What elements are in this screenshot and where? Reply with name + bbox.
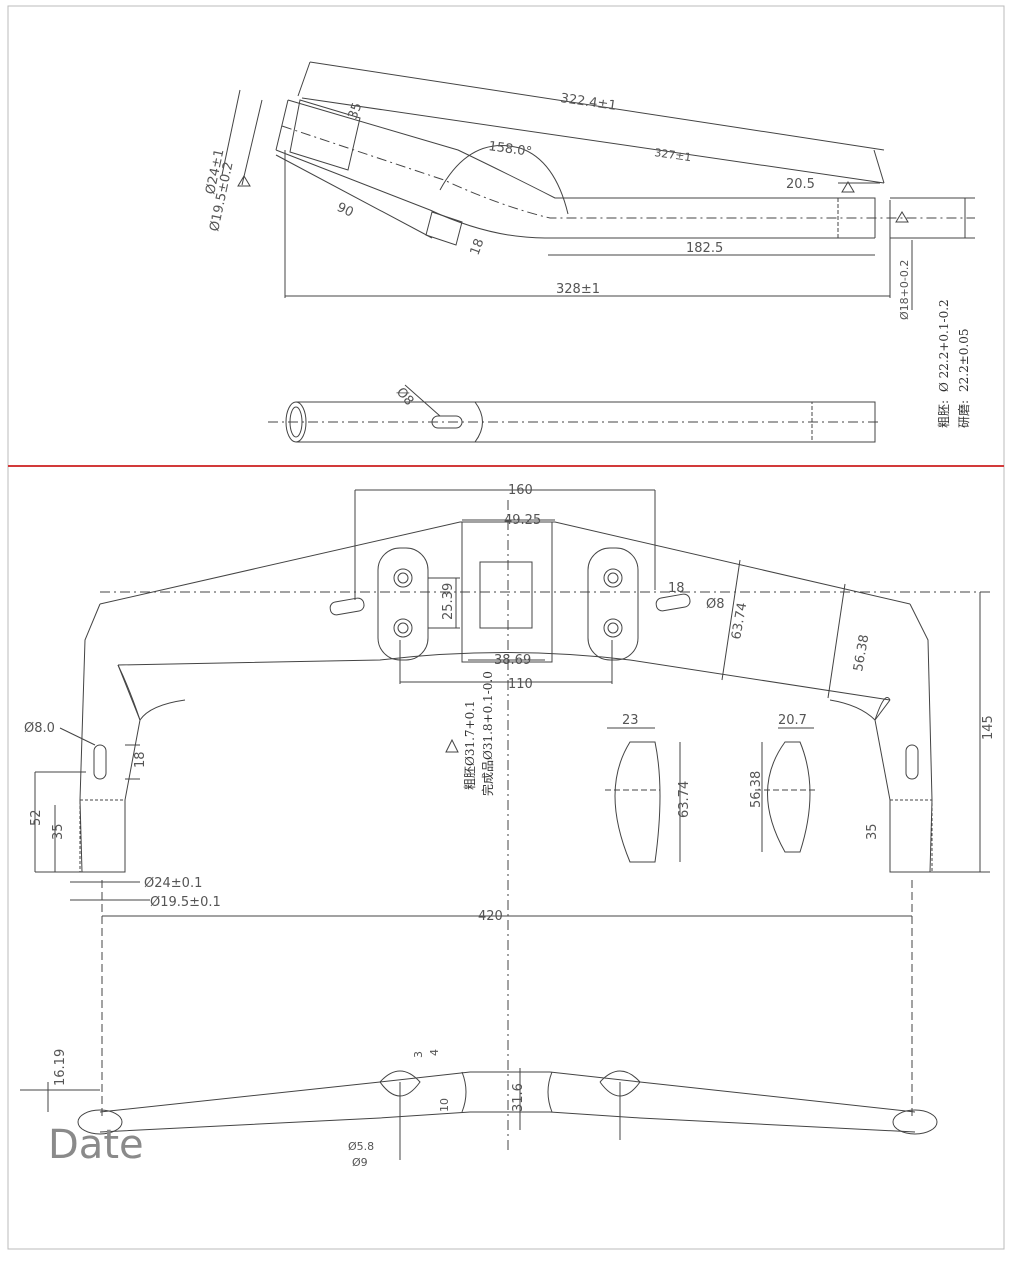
slot-8	[431, 415, 463, 429]
dim-31-6: 31.6	[511, 1083, 526, 1112]
dim-35: 35	[346, 101, 366, 122]
dim-35-left: 35	[51, 823, 66, 840]
left-bolt-pad	[377, 547, 429, 661]
left-wing-slot	[329, 597, 365, 616]
wing-lower-edge	[117, 652, 891, 701]
dim-3: 3	[412, 1051, 425, 1058]
clamp-zone	[289, 99, 361, 171]
right-drop-slot	[905, 744, 919, 780]
datum-triangle-2	[841, 181, 855, 193]
tube-plan-view	[268, 384, 880, 443]
sheet-border	[7, 5, 1005, 1250]
right-wing-slot	[655, 593, 691, 612]
dim-63-74: 63.74	[729, 601, 750, 640]
dim-24-drop: Ø24±0.1	[144, 876, 202, 891]
dim-18: 18	[468, 237, 488, 258]
top-side-view	[221, 61, 975, 310]
handlebar-front-view	[20, 489, 990, 1160]
tube-end-left	[275, 99, 289, 151]
insert-zone	[837, 197, 876, 239]
warning-triangle	[445, 738, 459, 753]
dim-8-wing: Ø8	[706, 597, 725, 612]
material-notes: 粗胚Ø31.7+0.1 完成品Ø31.8+0.1-0.0	[445, 671, 495, 796]
bottom-view-lower	[99, 1111, 916, 1133]
tube-lower-edge	[275, 149, 875, 239]
right-bolt-boss	[599, 1070, 641, 1097]
cable-slot	[425, 211, 463, 246]
left-drop-slot	[93, 744, 107, 780]
dim-327: 327±1	[654, 146, 693, 164]
dim-4: 4	[428, 1049, 441, 1056]
dim-35-right: 35	[865, 823, 880, 840]
dim-23: 23	[622, 713, 639, 728]
right-bolt-pad	[587, 547, 639, 661]
dim-5-8: Ø5.8	[348, 1140, 374, 1153]
dim-63-74-section: 63.74	[677, 781, 692, 818]
dim-20-5: 20.5	[786, 177, 815, 192]
dim-182-5: 182.5	[686, 241, 723, 256]
dim-18-tol: Ø18+0-0.2	[898, 260, 911, 320]
left-drop	[79, 603, 141, 873]
angle-arc	[439, 145, 569, 215]
dim-56-38: 56.38	[851, 633, 872, 672]
note-rough-value: Ø 22.2+0.1-0.2	[937, 299, 951, 392]
dim-52: 52	[29, 809, 44, 826]
datum-triangle-1	[237, 175, 251, 187]
dim-328: 328±1	[556, 282, 600, 297]
dim-322: 322.4±1	[559, 91, 617, 114]
dim-9: Ø9	[352, 1156, 368, 1169]
note-rough-ring: 粗胚Ø31.7+0.1	[463, 700, 477, 790]
dim-110: 110	[508, 677, 533, 692]
right-drop	[874, 603, 933, 873]
date-label: Date	[48, 1122, 144, 1168]
dim-10: 10	[438, 1098, 451, 1112]
dim-20-7: 20.7	[778, 713, 807, 728]
dim-160: 160	[508, 483, 533, 498]
dim-38-69: 38.69	[494, 653, 531, 668]
dim-8-top: Ø8	[393, 385, 416, 409]
airfoil-section-1	[614, 741, 661, 863]
airfoil-section-2	[767, 741, 811, 853]
dim-8-0: Ø8.0	[24, 721, 55, 736]
dim-90: 90	[334, 200, 355, 221]
tube-centerline	[281, 125, 975, 219]
dim-56-38-section: 56.38	[749, 771, 764, 808]
dim-49-25: 49.25	[504, 513, 541, 528]
dim-25-39: 25.39	[441, 583, 456, 620]
note-finished: 完成品Ø31.8+0.1-0.0	[480, 671, 495, 796]
dim-18-drop: 18	[133, 751, 148, 768]
datum-triangle-3	[895, 211, 909, 223]
dim-158: 158.0°	[487, 139, 532, 160]
top-notes: 粗胚: Ø 22.2+0.1-0.2 研磨: 22.2±0.05	[937, 299, 971, 428]
note-grind-value: 22.2±0.05	[957, 329, 971, 393]
note-rough-label: 粗胚:	[937, 400, 951, 428]
dim-16-19: 16.19	[53, 1049, 68, 1086]
dim-420: 420	[478, 909, 503, 924]
dim-19-5-drop: Ø19.5±0.1	[150, 895, 221, 910]
tube-upper-edge	[287, 99, 875, 199]
dim-145: 145	[981, 715, 996, 740]
note-grind-label: 研磨:	[957, 400, 971, 428]
dim-18-wing: 18	[668, 581, 685, 596]
left-bolt-boss	[379, 1070, 421, 1097]
